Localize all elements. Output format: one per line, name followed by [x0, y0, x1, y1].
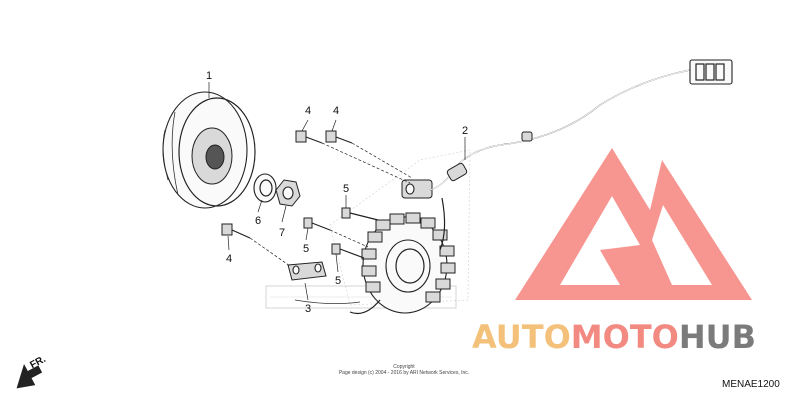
bolt-lower[interactable]: [221, 223, 291, 267]
callout-stator-harness[interactable]: 2: [462, 125, 468, 137]
harness-connector[interactable]: [689, 59, 733, 85]
callout-bolt-upper-right[interactable]: 4: [333, 105, 339, 117]
bolt-upper-right[interactable]: [325, 130, 413, 179]
leader-lines: [208, 82, 466, 301]
callout-bolt-stator-low[interactable]: 5: [335, 275, 341, 287]
callout-bolt-upper-left[interactable]: 4: [305, 105, 311, 117]
copyright-notice: Copyright Page design (c) 2004 - 2016 by…: [316, 364, 492, 376]
brand-part-auto: AUTO: [472, 318, 571, 356]
pulse-generator[interactable]: [401, 179, 433, 199]
copyright-line-1: Copyright: [393, 364, 415, 370]
watermark-brand-text: AUTOMOTOHUB: [472, 318, 756, 356]
brand-part-moto: MOTO: [570, 318, 679, 356]
washer[interactable]: [253, 173, 277, 203]
nut[interactable]: [275, 179, 301, 207]
stator[interactable]: [361, 212, 456, 314]
front-direction-arrow-icon: [16, 363, 43, 389]
callout-flywheel[interactable]: 1: [206, 70, 212, 82]
copyright-line-2: Page design (c) 2004 - 2016 by ARI Netwo…: [338, 370, 470, 376]
bolt-stator-mid[interactable]: [303, 217, 369, 248]
bolt-upper-left[interactable]: [295, 130, 411, 184]
flywheel[interactable]: [162, 91, 256, 209]
watermark-logo: [515, 148, 752, 300]
diagram-code: MENAE1200: [722, 379, 780, 390]
callout-washer[interactable]: 6: [255, 215, 261, 227]
bolt-stator-top[interactable]: [341, 207, 379, 221]
wire-clamp[interactable]: [287, 261, 361, 304]
brand-part-hub: HUB: [678, 318, 757, 356]
cover-hatch: [329, 149, 471, 306]
callout-bolt-stator-mid[interactable]: 5: [303, 243, 309, 255]
callout-wire-clamp[interactable]: 3: [305, 303, 311, 315]
callout-bolt-lower[interactable]: 4: [226, 253, 232, 265]
callout-nut[interactable]: 7: [279, 227, 285, 239]
bolt-stator-low[interactable]: [331, 243, 365, 259]
callout-bolt-stator-top[interactable]: 5: [343, 183, 349, 195]
stator-harness[interactable]: [349, 69, 691, 315]
